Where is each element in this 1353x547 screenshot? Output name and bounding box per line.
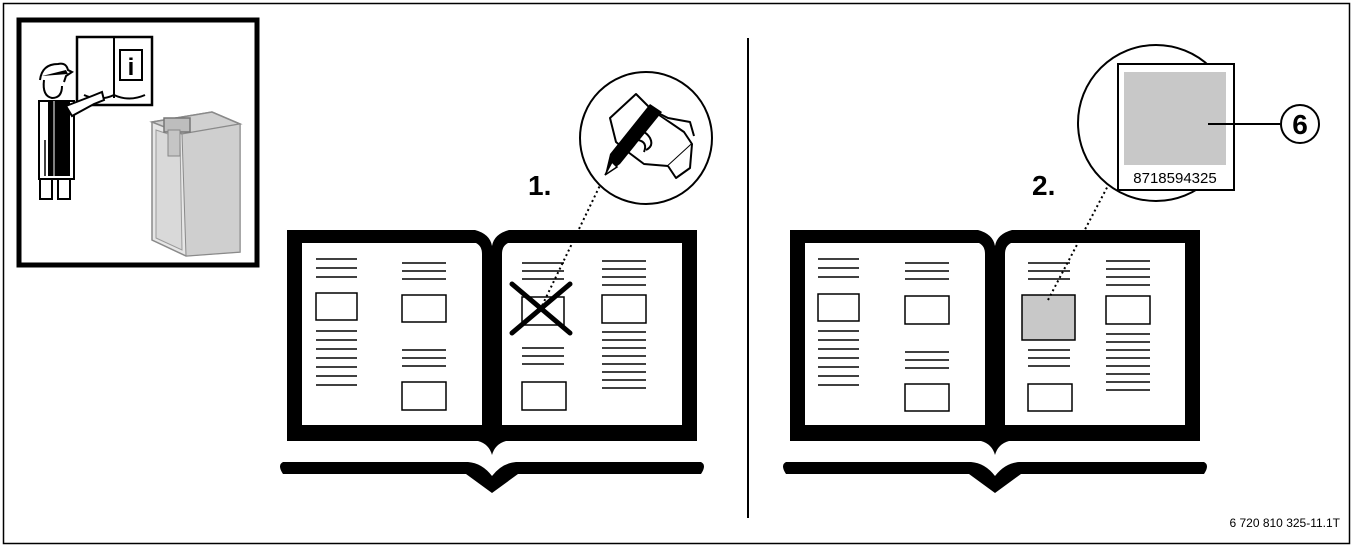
step-2-label: 2. [1032,170,1055,201]
type-plate-field [1124,72,1226,165]
label-code: 8718594325 [1133,170,1216,187]
open-book-right [783,230,1207,493]
open-book-left [280,230,704,493]
data-plate-sticker [1022,295,1075,340]
zoom-circle-label: 8718594325 6 [1078,45,1319,201]
read-manual-pictogram: i [19,20,257,265]
zoom-circle-pencil [580,72,712,204]
boiler-icon [152,112,240,256]
info-letter: i [128,54,135,81]
callout-number: 6 [1292,109,1308,140]
step-1-label: 1. [528,170,551,201]
figure-id: 6 720 810 325-11.1T [1229,516,1340,530]
